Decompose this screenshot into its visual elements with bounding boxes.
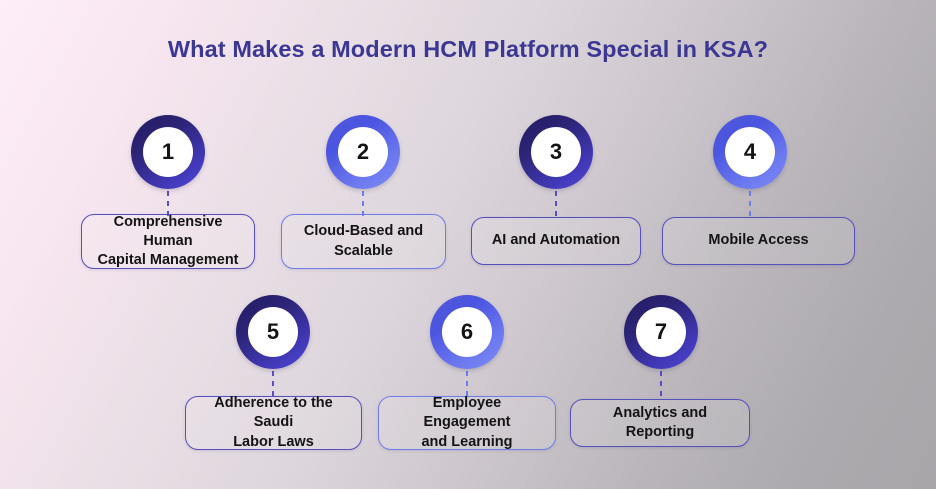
step-number-1: 1 — [161, 138, 175, 164]
step-node-1: 1 — [131, 115, 205, 219]
step-number-6: 6 — [460, 318, 474, 344]
step-label-box-4[interactable]: Mobile Access — [662, 217, 855, 265]
step-label-line2-6: and Learning — [421, 433, 513, 450]
step-label-line2-1: Capital Management — [97, 252, 239, 269]
step-badge-inner-1: 1 — [143, 127, 193, 177]
step-badge-3: 3 — [519, 115, 593, 189]
connector-line-2 — [362, 191, 364, 219]
step-number-7: 7 — [654, 318, 668, 344]
step-number-4: 4 — [743, 138, 757, 164]
step-badge-5: 5 — [236, 295, 310, 369]
step-badge-inner-6: 6 — [442, 307, 492, 357]
step-label-line1-3: AI and Automation — [491, 232, 621, 249]
step-badge-2: 2 — [326, 115, 400, 189]
step-badge-inner-5: 5 — [248, 307, 298, 357]
connector-line-4 — [749, 191, 751, 219]
step-badge-6: 6 — [430, 295, 504, 369]
step-node-7: 7 — [624, 295, 698, 399]
step-label-line1-6: Employee Engagement — [423, 395, 511, 431]
step-badge-7: 7 — [624, 295, 698, 369]
step-node-5: 5 — [236, 295, 310, 399]
step-number-5: 5 — [266, 318, 280, 344]
step-label-line2-5: Labor Laws — [233, 433, 314, 450]
step-label-box-5[interactable]: Adherence to the Saudi Labor Laws — [185, 394, 362, 452]
connector-line-3 — [555, 191, 557, 219]
step-node-6: 6 — [430, 295, 504, 399]
step-badge-inner-2: 2 — [338, 127, 388, 177]
step-label-line1-1: Comprehensive Human — [113, 213, 223, 249]
step-label-line1-7: Analytics and Reporting — [612, 404, 708, 440]
step-label-line1-5: Adherence to the Saudi — [214, 395, 333, 431]
step-number-3: 3 — [549, 138, 563, 164]
step-label-5: Adherence to the Saudi Labor Laws — [196, 394, 351, 452]
step-label-6: Employee Engagement and Learning — [389, 394, 545, 452]
step-label-line1-4: Mobile Access — [708, 232, 809, 249]
step-label-7: Analytics and Reporting — [581, 404, 739, 443]
connector-line-6 — [466, 371, 468, 399]
step-badge-inner-4: 4 — [725, 127, 775, 177]
page-title: What Makes a Modern HCM Platform Special… — [167, 36, 769, 62]
step-label-4: Mobile Access — [708, 231, 808, 250]
step-badge-inner-3: 3 — [531, 127, 581, 177]
step-badge-inner-7: 7 — [636, 307, 686, 357]
step-label-box-3[interactable]: AI and Automation — [471, 217, 641, 265]
step-node-3: 3 — [519, 115, 593, 219]
step-label-box-1[interactable]: Comprehensive Human Capital Management — [81, 214, 255, 269]
step-number-2: 2 — [356, 138, 370, 164]
step-label-2: Cloud-Based and Scalable — [304, 222, 423, 261]
step-label-line2-2: Scalable — [334, 242, 393, 259]
connector-line-5 — [272, 371, 274, 399]
step-label-line1-2: Cloud-Based and — [303, 223, 424, 240]
step-badge-4: 4 — [713, 115, 787, 189]
connector-line-7 — [660, 371, 662, 399]
step-label-box-2[interactable]: Cloud-Based and Scalable — [281, 214, 446, 269]
step-label-box-6[interactable]: Employee Engagement and Learning — [378, 394, 556, 452]
step-label-box-7[interactable]: Analytics and Reporting — [570, 399, 750, 447]
step-badge-1: 1 — [131, 115, 205, 189]
step-label-3: AI and Automation — [492, 231, 620, 250]
step-node-2: 2 — [326, 115, 400, 219]
step-node-4: 4 — [713, 115, 787, 219]
connector-line-1 — [167, 191, 169, 219]
step-label-1: Comprehensive Human Capital Management — [92, 213, 244, 271]
